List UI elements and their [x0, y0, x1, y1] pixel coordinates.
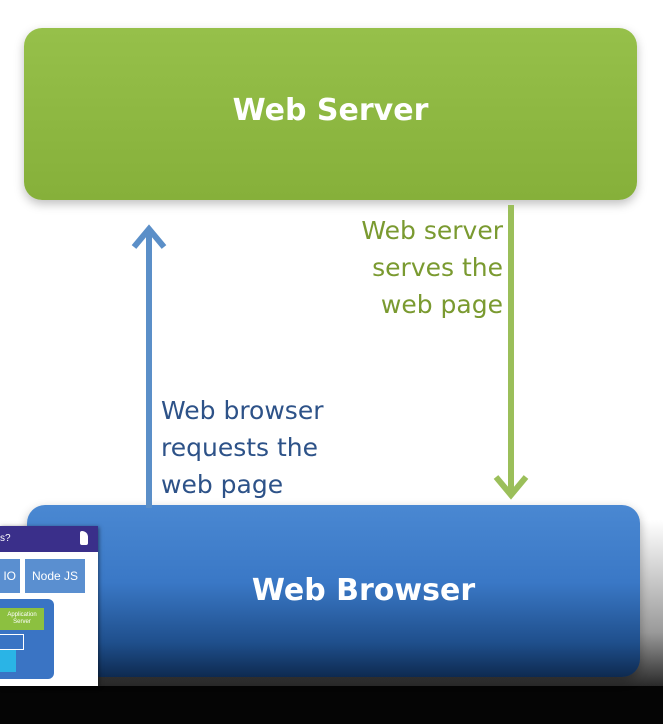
slide-thumbnail[interactable]: s? IO Node JS Application Server: [0, 526, 98, 686]
thumbnail-chip-node: Node JS: [25, 559, 85, 593]
web-browser-box: Web Browser: [27, 505, 640, 677]
web-browser-label: Web Browser: [251, 572, 476, 608]
thumbnail-header: s?: [0, 526, 98, 552]
server-serves-text: Web server serves the web page: [361, 212, 503, 323]
thumbnail-app-server-line: Application: [7, 612, 37, 618]
thumbnail-app-server-line: Server: [13, 619, 31, 625]
web-server-label: Web Server: [232, 92, 429, 128]
server-text-line: serves the: [372, 253, 503, 282]
logo-icon: [80, 531, 88, 545]
browser-requests-text: Web browser requests the web page: [161, 392, 323, 503]
thumbnail-chip-io: IO: [0, 559, 20, 593]
browser-text-line: web page: [161, 470, 284, 499]
thumbnail-title: s?: [0, 533, 11, 544]
thumbnail-app-server-box: Application Server: [0, 608, 44, 630]
web-server-box: Web Server: [24, 28, 637, 200]
server-text-line: web page: [380, 290, 503, 319]
response-arrow: [493, 205, 529, 500]
request-arrow: [131, 224, 167, 508]
server-text-line: Web server: [361, 216, 503, 245]
thumbnail-teal-box: [0, 650, 16, 672]
video-bottom-bar: [0, 686, 663, 724]
browser-text-line: requests the: [161, 433, 319, 462]
thumbnail-outline-box: [0, 634, 24, 650]
browser-text-line: Web browser: [161, 396, 324, 425]
